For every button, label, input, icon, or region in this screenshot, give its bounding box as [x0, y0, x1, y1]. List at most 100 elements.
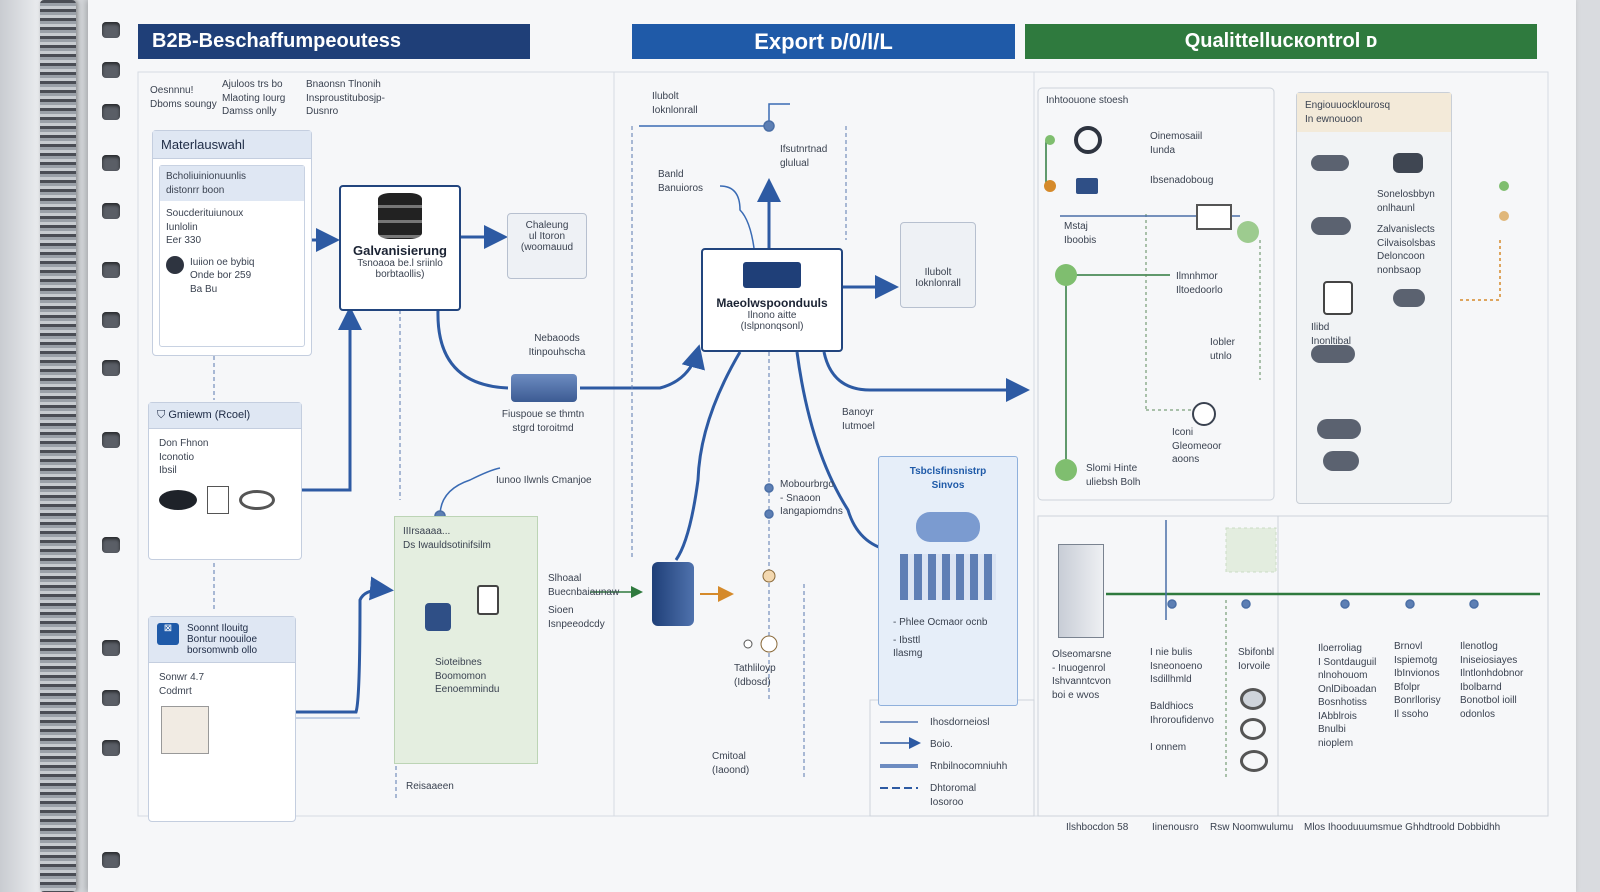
ordering-box[interactable]: Chaleung ul Itoron (woomauud	[507, 213, 587, 279]
punch-hole	[102, 155, 120, 171]
blue-title: Tsbclsfinsnistrp Sinvos	[909, 466, 987, 491]
punch-hole	[102, 640, 120, 656]
quality-label-4: Ilmnhmor Iltoedoorlo	[1176, 271, 1223, 296]
footer-4: Mlos Ihooduuumsmue Ghhdtroold Dobbidhh	[1304, 822, 1501, 833]
quality-label-3: Mstaj Iboobis	[1064, 221, 1097, 246]
punch-hole	[102, 690, 120, 706]
material-inner-title: Bcholiuinionuunlis distonrr boon	[160, 166, 304, 201]
legend-1: Ihosdorneiosl	[930, 717, 990, 728]
gem-icon: ⛉	[157, 409, 169, 421]
fitting-icon	[1317, 419, 1361, 439]
disc-icon	[159, 489, 197, 510]
bottom-right-col-2: I nie bulis Isneonoeno Isdillhmld Baldhi…	[1150, 647, 1214, 753]
export-banner: Export ᴅ/0/l/L	[632, 24, 1015, 59]
blue-legend-1: - Phlee Ocmaor ocnb	[893, 617, 988, 628]
database-icon	[378, 193, 422, 239]
machine-box[interactable]: Ilubolt Ioknlonrall	[900, 222, 976, 308]
mark-title: Maeolwspoonduuls	[716, 296, 828, 310]
tool-icon	[425, 603, 451, 631]
washer-icon	[1240, 718, 1266, 740]
bottom-right-col-3: Sbifonbl Iorvoile	[1238, 647, 1275, 672]
bottom-right-col-4: Iloerroliag I Sontdauguil nlnohouom OnlD…	[1318, 643, 1377, 749]
procurement-banner: B2B-Beschaffumpeoutess	[138, 24, 530, 59]
bottom-right-col-1: Olseomarsne - Inuogenrol Ishvanntcvon bo…	[1052, 649, 1112, 701]
sensor-card[interactable]: ⊠ Soonnt Ilouitg Bontur noouiloe borsomw…	[148, 616, 296, 822]
footer-3: Rsw Noomwulumu	[1210, 822, 1294, 833]
punch-hole	[102, 360, 120, 376]
bottom-right-col-6: Ilenotlog Iniseiosiayes Ilntlonhdobnor I…	[1460, 641, 1524, 720]
galvanisierung-node[interactable]: Galvanisierung Tsnoaoa be.l sriinlo borb…	[339, 185, 461, 311]
market-label: Banoyr Iutmoel	[842, 407, 875, 432]
cylinder-icon	[477, 585, 499, 615]
leno-label: Iunoo Ilwnls Cmanjoe	[496, 475, 592, 486]
green-side-2: Sioen Isnpeeodcdy	[548, 605, 605, 630]
punch-hole	[102, 262, 120, 278]
quality-label-5: Iobler utnlo	[1210, 337, 1236, 362]
material-extra: Iuiion oe bybiq Onde bor 259 Ba Bu	[190, 256, 255, 295]
mark-sub: Ilnono aitte (Islpnonqsonl)	[740, 310, 804, 332]
ring-icon	[239, 489, 275, 510]
gemm-card[interactable]: ⛉ Gmiewm (Rcoel) Don Fhnon Iconotio Ibsi…	[148, 402, 302, 560]
oring-icon	[1240, 750, 1268, 772]
engine-item-1: Sonelosbbyn onlhaunl	[1377, 189, 1435, 214]
quality-label-1: Oinemosaiil Iunda	[1150, 131, 1203, 156]
green-side-1: Slhoaal Buecnbaiaunaw	[548, 573, 620, 598]
punch-hole	[102, 62, 120, 78]
footer-1: Ilshbocdon 58	[1066, 822, 1129, 833]
camera-icon	[1393, 153, 1423, 173]
marketing-node[interactable]: Maeolwspoonduuls Ilnono aitte (Islpnonqs…	[701, 248, 843, 352]
punch-hole	[102, 740, 120, 756]
pipe-icon	[1311, 217, 1351, 235]
legend-2: Boio.	[930, 739, 953, 750]
galv-title: Galvanisierung	[353, 243, 447, 258]
reisen-label: Reisaaeen	[406, 781, 454, 792]
gauge-icon	[1074, 126, 1102, 154]
seal-icon	[1240, 688, 1266, 710]
screen-icon	[1196, 204, 1232, 230]
gemm-title-text: Gmiewm (Rcoel)	[168, 409, 251, 421]
export-title: Export ᴅ/0/l/L	[754, 28, 893, 54]
legend-3: Rnbilnocomniuhh	[930, 761, 1008, 772]
material-card[interactable]: Materlauswahl Bcholiuinionuunlis distonr…	[152, 130, 312, 356]
gemm-lines: Don Fhnon Iconotio Ibsil	[159, 438, 209, 476]
quality-label-7: Slomi Hinte uliebsh Bolh	[1086, 463, 1141, 488]
engine-title: Engiouuocklourosq In ewnouoon	[1297, 93, 1451, 132]
export-top-label: Ilubolt Ioknlonrall	[652, 91, 698, 116]
hose-icon	[1311, 345, 1355, 363]
coupling-icon	[1393, 289, 1425, 307]
punch-hole	[102, 22, 120, 38]
intro-col3: Bnaonsn Tlnonih Insproustitubosjp- Dusnr…	[306, 79, 385, 117]
cmitoal-label: Cmitoal (Iaoond)	[712, 751, 750, 776]
lock-icon: ⊠	[157, 623, 179, 645]
punch-hole	[102, 203, 120, 219]
material-inner-lines: Soucderituiunoux Iunlolin Eer 330	[166, 208, 244, 246]
footer-2: Iinenousro	[1152, 822, 1199, 833]
equipment-icon	[900, 554, 996, 600]
sensor-image-icon	[161, 706, 209, 754]
engine-item-3: Ilibd Inonltibal	[1311, 322, 1352, 347]
sensor-title: Soonnt Ilouitg Bontur noouiloe borsomwnb…	[187, 623, 258, 656]
green-bottom: Sioteibnes Boomomon Eenoemmindu	[435, 657, 500, 695]
engine-panel: Engiouuocklourosq In ewnouoon Sonelosbby…	[1296, 92, 1452, 504]
engine-item-2: Zalvanislects Cilvaisolsbas Deloncoon no…	[1377, 224, 1436, 276]
punch-hole	[102, 852, 120, 868]
sensor-lines: Sonwr 4.7 Codmrt	[159, 672, 205, 697]
punch-hole	[102, 104, 120, 120]
procurement-title: B2B-Beschaffumpeoutess	[152, 30, 401, 52]
legend-4: Dhtoromal Iosoroo	[930, 783, 977, 808]
monitor-icon	[1076, 178, 1098, 194]
pump-icon	[652, 562, 694, 626]
quality-header: Inhtoouone stoesh	[1046, 95, 1129, 106]
netz-label: Nebaoods Itinpouhscha	[528, 333, 586, 358]
quality-label-6: Iconi Gleomeoor aoons	[1172, 427, 1222, 465]
document-icon	[207, 485, 229, 514]
server-icon	[743, 262, 801, 288]
cabinet-icon	[1058, 544, 1104, 638]
machine-label: Ilubolt Ioknlonrall	[915, 267, 961, 289]
valve-icon	[1311, 155, 1349, 171]
green-title: IIIrsaaaa... Ds Iwauldsotinifsilm	[403, 526, 491, 551]
binder-spine	[40, 0, 76, 892]
